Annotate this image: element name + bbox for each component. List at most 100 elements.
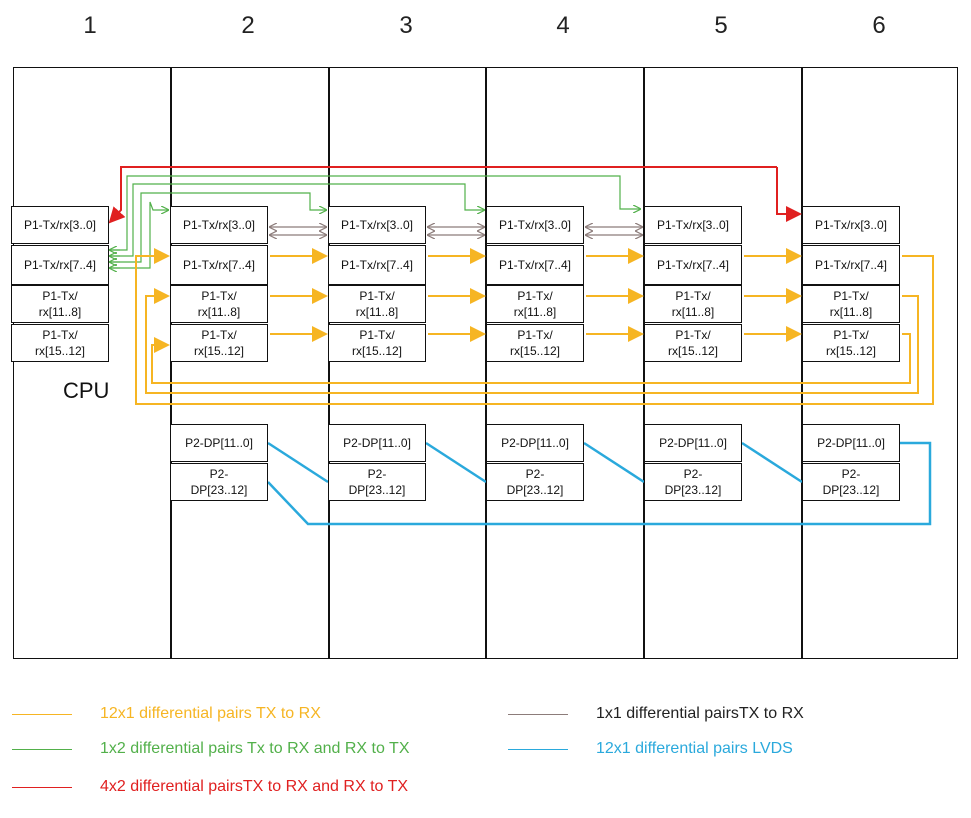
port-label: P1-Tx/rx[7..4] [814, 258, 888, 272]
port-label: P1-Tx/ [517, 289, 553, 303]
cpu-port-p1-3-0: P1-Tx/rx[3..0] [11, 206, 109, 244]
slot-number-5: 5 [714, 12, 728, 39]
port-p2-dp-23-12: P2- DP[23..12] [802, 463, 900, 501]
legend-swatch [508, 713, 568, 715]
port-label: P1-Tx/rx[3..0] [23, 218, 97, 232]
legend-label: 1x1 differential pairsTX to RX [596, 705, 804, 722]
port-label: DP[23..12] [506, 483, 564, 497]
port-label: P1-Tx/ [675, 289, 711, 303]
port-label: rx[15..12] [34, 344, 86, 358]
port-p2-dp-23-12: P2- DP[23..12] [328, 463, 426, 501]
cpu-port-p1-11-8: P1-Tx/ rx[11..8] [11, 285, 109, 323]
port-label: P2- [367, 467, 387, 481]
port-p2-dp-23-12: P2- DP[23..12] [170, 463, 268, 501]
port-label: rx[11..8] [197, 305, 241, 319]
port-label: rx[11..8] [829, 305, 873, 319]
port-p1-7-4: P1-Tx/rx[7..4] [486, 245, 584, 285]
port-label: P1-Tx/ [675, 328, 711, 342]
port-label: P1-Tx/ [359, 328, 395, 342]
legend-swatch [508, 748, 568, 750]
port-p1-11-8: P1-Tx/rx[11..8] [486, 285, 584, 323]
port-p1-15-12: P1-Tx/rx[15..12] [328, 324, 426, 362]
port-p2-dp-11-0: P2-DP[11..0] [170, 424, 268, 462]
port-label: P1-Tx/rx[3..0] [340, 218, 414, 232]
port-label: rx[15..12] [193, 344, 245, 358]
port-p1-15-12: P1-Tx/rx[15..12] [486, 324, 584, 362]
port-label: P1-Tx/rx[7..4] [340, 258, 414, 272]
slot-number-4: 4 [556, 12, 570, 39]
port-label: DP[23..12] [664, 483, 722, 497]
legend-item-orange: 12x1 differential pairs TX to RX [12, 704, 321, 724]
port-label: P1-Tx/rx[7..4] [182, 258, 256, 272]
slot-divider [485, 67, 487, 659]
port-label: P2- [525, 467, 545, 481]
port-p1-7-4: P1-Tx/rx[7..4] [802, 245, 900, 285]
legend-label: 4x2 differential pairsTX to RX and RX to… [100, 778, 409, 795]
port-label: rx[11..8] [671, 305, 715, 319]
port-label: P1-Tx/rx[3..0] [498, 218, 572, 232]
port-p2-dp-11-0: P2-DP[11..0] [644, 424, 742, 462]
port-label: rx[11..8] [513, 305, 557, 319]
orange-links [135, 248, 934, 405]
port-label: P2-DP[11..0] [817, 436, 885, 450]
port-p2-dp-11-0: P2-DP[11..0] [328, 424, 426, 462]
port-p1-11-8: P1-Tx/rx[11..8] [802, 285, 900, 323]
port-p1-15-12: P1-Tx/rx[15..12] [802, 324, 900, 362]
port-p1-3-0: P1-Tx/rx[3..0] [802, 206, 900, 244]
port-label: rx[15..12] [825, 344, 877, 358]
slot-divider [801, 67, 803, 659]
legend-swatch [12, 713, 72, 715]
slot-divider [170, 67, 172, 659]
port-p1-11-8: P1-Tx/rx[11..8] [644, 285, 742, 323]
port-p1-11-8: P1-Tx/rx[11..8] [328, 285, 426, 323]
red-link [108, 166, 802, 224]
port-label: P1-Tx/rx[7..4] [498, 258, 572, 272]
port-label: P1-Tx/rx[7..4] [23, 258, 97, 272]
port-label: DP[23..12] [348, 483, 406, 497]
legend-item-gray: 1x1 differential pairsTX to RX [508, 704, 804, 724]
port-p1-15-12: P1-Tx/rx[15..12] [644, 324, 742, 362]
port-label: P1-Tx/ [517, 328, 553, 342]
port-label: P1-Tx/ [201, 289, 237, 303]
port-p1-15-12: P1-Tx/rx[15..12] [170, 324, 268, 362]
port-p2-dp-23-12: P2- DP[23..12] [486, 463, 584, 501]
port-p1-3-0: P1-Tx/rx[3..0] [644, 206, 742, 244]
legend-label: 12x1 differential pairs TX to RX [100, 705, 321, 722]
cpu-port-p1-7-4: P1-Tx/rx[7..4] [11, 245, 109, 285]
port-label: P1-Tx/ [833, 289, 869, 303]
port-label: P2-DP[11..0] [185, 436, 253, 450]
port-label: P1-Tx/ [201, 328, 237, 342]
port-p2-dp-11-0: P2-DP[11..0] [486, 424, 584, 462]
port-p1-3-0: P1-Tx/rx[3..0] [170, 206, 268, 244]
port-label: P1-Tx/rx[7..4] [656, 258, 730, 272]
legend-item-red: 4x2 differential pairsTX to RX and RX to… [12, 777, 408, 797]
port-label: rx[15..12] [351, 344, 403, 358]
slot-number-2: 2 [241, 12, 255, 39]
port-p2-dp-23-12: P2- DP[23..12] [644, 463, 742, 501]
port-label: P1-Tx/ [359, 289, 395, 303]
legend-item-blue: 12x1 differential pairs LVDS [508, 739, 793, 759]
port-label: P2- [209, 467, 229, 481]
port-label: P1-Tx/ [833, 328, 869, 342]
port-label: P1-Tx/ [42, 289, 78, 303]
port-p1-7-4: P1-Tx/rx[7..4] [328, 245, 426, 285]
port-label: P2- [683, 467, 703, 481]
port-p1-3-0: P1-Tx/rx[3..0] [486, 206, 584, 244]
slot-divider [643, 67, 645, 659]
slot-number-6: 6 [872, 12, 886, 39]
port-label: P2- [841, 467, 861, 481]
port-label: rx[15..12] [667, 344, 719, 358]
port-label: DP[23..12] [190, 483, 248, 497]
slot-number-1: 1 [83, 12, 97, 39]
port-label: DP[23..12] [822, 483, 880, 497]
port-label: P2-DP[11..0] [501, 436, 569, 450]
slot-divider [328, 67, 330, 659]
cpu-label: CPU [63, 378, 110, 403]
port-label: P1-Tx/rx[3..0] [814, 218, 888, 232]
port-label: P2-DP[11..0] [343, 436, 411, 450]
port-p1-11-8: P1-Tx/rx[11..8] [170, 285, 268, 323]
port-label: P2-DP[11..0] [659, 436, 727, 450]
blue-links [267, 441, 932, 526]
port-p1-3-0: P1-Tx/rx[3..0] [328, 206, 426, 244]
